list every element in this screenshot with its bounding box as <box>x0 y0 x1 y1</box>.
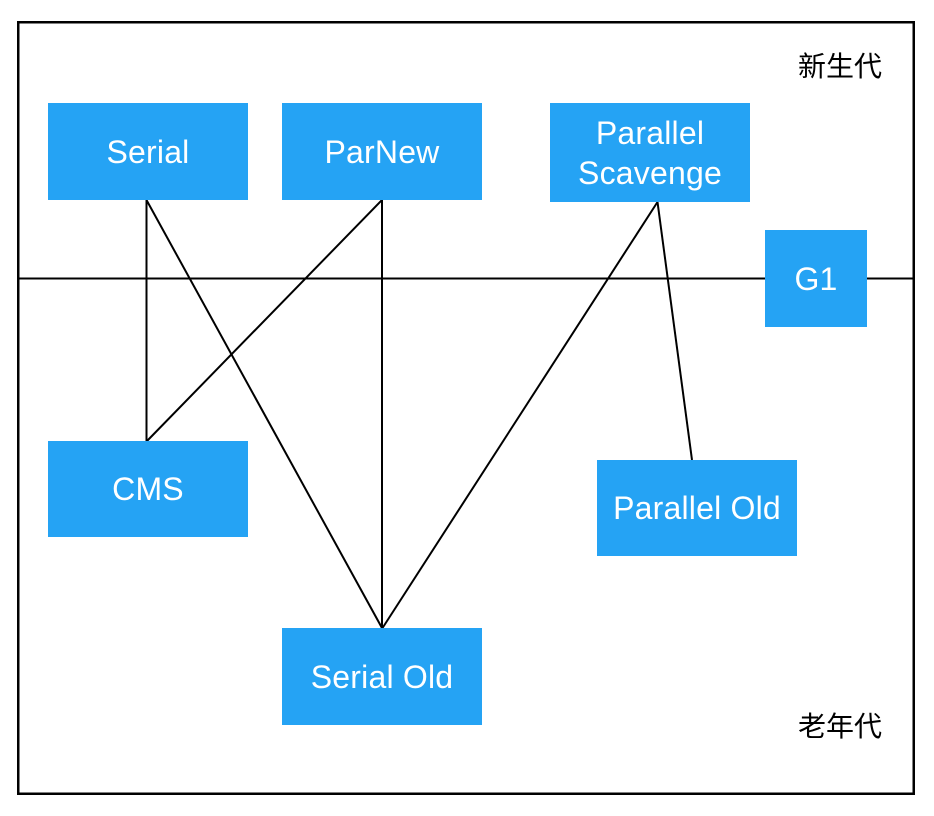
node-parallel-old-label: Parallel Old <box>613 490 781 526</box>
heap-boundary-box <box>17 21 915 795</box>
node-parallel-scavenge-label: Parallel Scavenge <box>578 114 722 191</box>
node-serial-old-label: Serial Old <box>310 658 454 695</box>
edge-parallel-scavenge-parallel-old <box>656 201 693 461</box>
node-g1: G1 <box>765 230 867 327</box>
old-generation-label: 老年代 <box>798 711 883 742</box>
node-parnew-label: ParNew <box>324 133 440 170</box>
node-parnew: ParNew <box>282 103 482 200</box>
node-parallel-scavenge: Parallel Scavenge <box>550 103 750 202</box>
node-cms-label: CMS <box>112 471 184 507</box>
node-g1-label: G1 <box>794 260 838 297</box>
node-parallel-old: Parallel Old <box>597 460 797 556</box>
edge-parnew-cms <box>146 199 383 442</box>
young-generation-label: 新生代 <box>798 51 883 82</box>
node-serial-old: Serial Old <box>282 628 482 725</box>
edge-serial-serial-old <box>145 199 383 629</box>
node-serial-label: Serial <box>106 133 190 170</box>
edge-parallel-scavenge-serial-old <box>381 201 659 629</box>
node-cms: CMS <box>48 441 248 537</box>
node-serial: Serial <box>48 103 248 200</box>
